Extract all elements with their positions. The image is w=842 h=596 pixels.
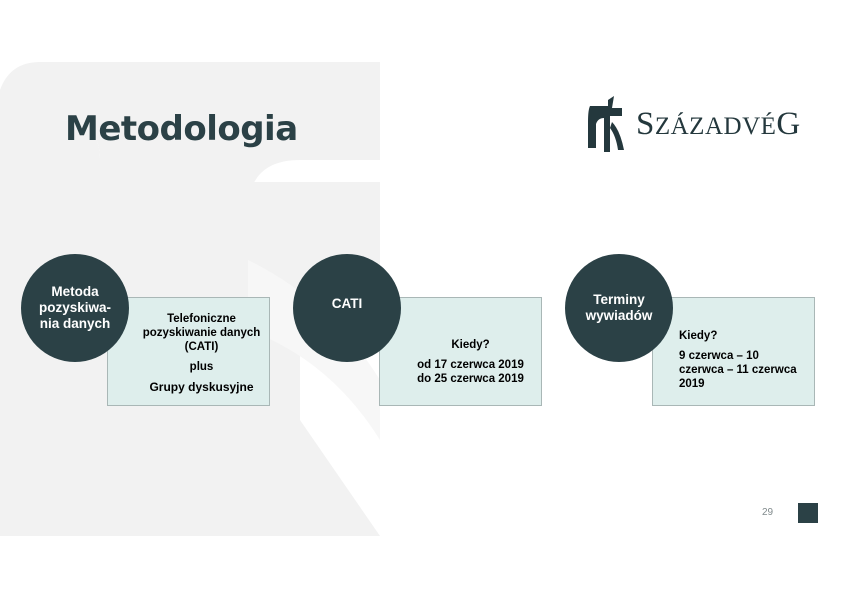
- step-2-circle: CATI: [293, 254, 401, 362]
- step-3-when-label: Kiedy?: [679, 330, 718, 342]
- step-2-date-from: od 17 czerwca 2019: [417, 359, 524, 371]
- step-2-box: Kiedy? od 17 czerwca 2019 do 25 czerwca …: [379, 297, 542, 406]
- step-1-circle-label: Metoda pozyskiwa-nia danych: [38, 284, 112, 331]
- step-3-box: Kiedy? 9 czerwca – 10 czerwca – 11 czerw…: [652, 297, 815, 406]
- step-1-method-text: Telefoniczne pozyskiwanie danych (CATI): [142, 313, 261, 353]
- step-3-circle: Terminy wywiadów: [565, 254, 673, 362]
- step-1-plus-text: plus: [189, 361, 214, 373]
- step-2-circle-label: CATI: [331, 296, 363, 311]
- step-2-when-label: Kiedy?: [451, 339, 490, 351]
- step-3-circle-label: Terminy wywiadów: [585, 292, 653, 323]
- slide: Metodologia SZÁZADVÉG Telefoniczne pozys…: [0, 62, 818, 536]
- logo-wordmark: SZÁZADVÉG: [636, 105, 801, 142]
- step-2-date-to: do 25 czerwca 2019: [417, 373, 524, 385]
- page-corner-square: [798, 503, 818, 523]
- step-1-groups-text: Grupy dyskusyjne: [149, 380, 254, 394]
- page-title: Metodologia: [65, 109, 298, 149]
- logo-mark-icon: [588, 96, 624, 152]
- company-logo: SZÁZADVÉG: [586, 96, 801, 152]
- page-number: 29: [762, 507, 774, 518]
- step-3-dates: 9 czerwca – 10 czerwca – 11 czerwca 2019: [679, 350, 797, 390]
- step-1-circle: Metoda pozyskiwa-nia danych: [21, 254, 129, 362]
- step-1-box: Telefoniczne pozyskiwanie danych (CATI) …: [107, 297, 270, 406]
- watermark-logo-icon: [0, 62, 380, 536]
